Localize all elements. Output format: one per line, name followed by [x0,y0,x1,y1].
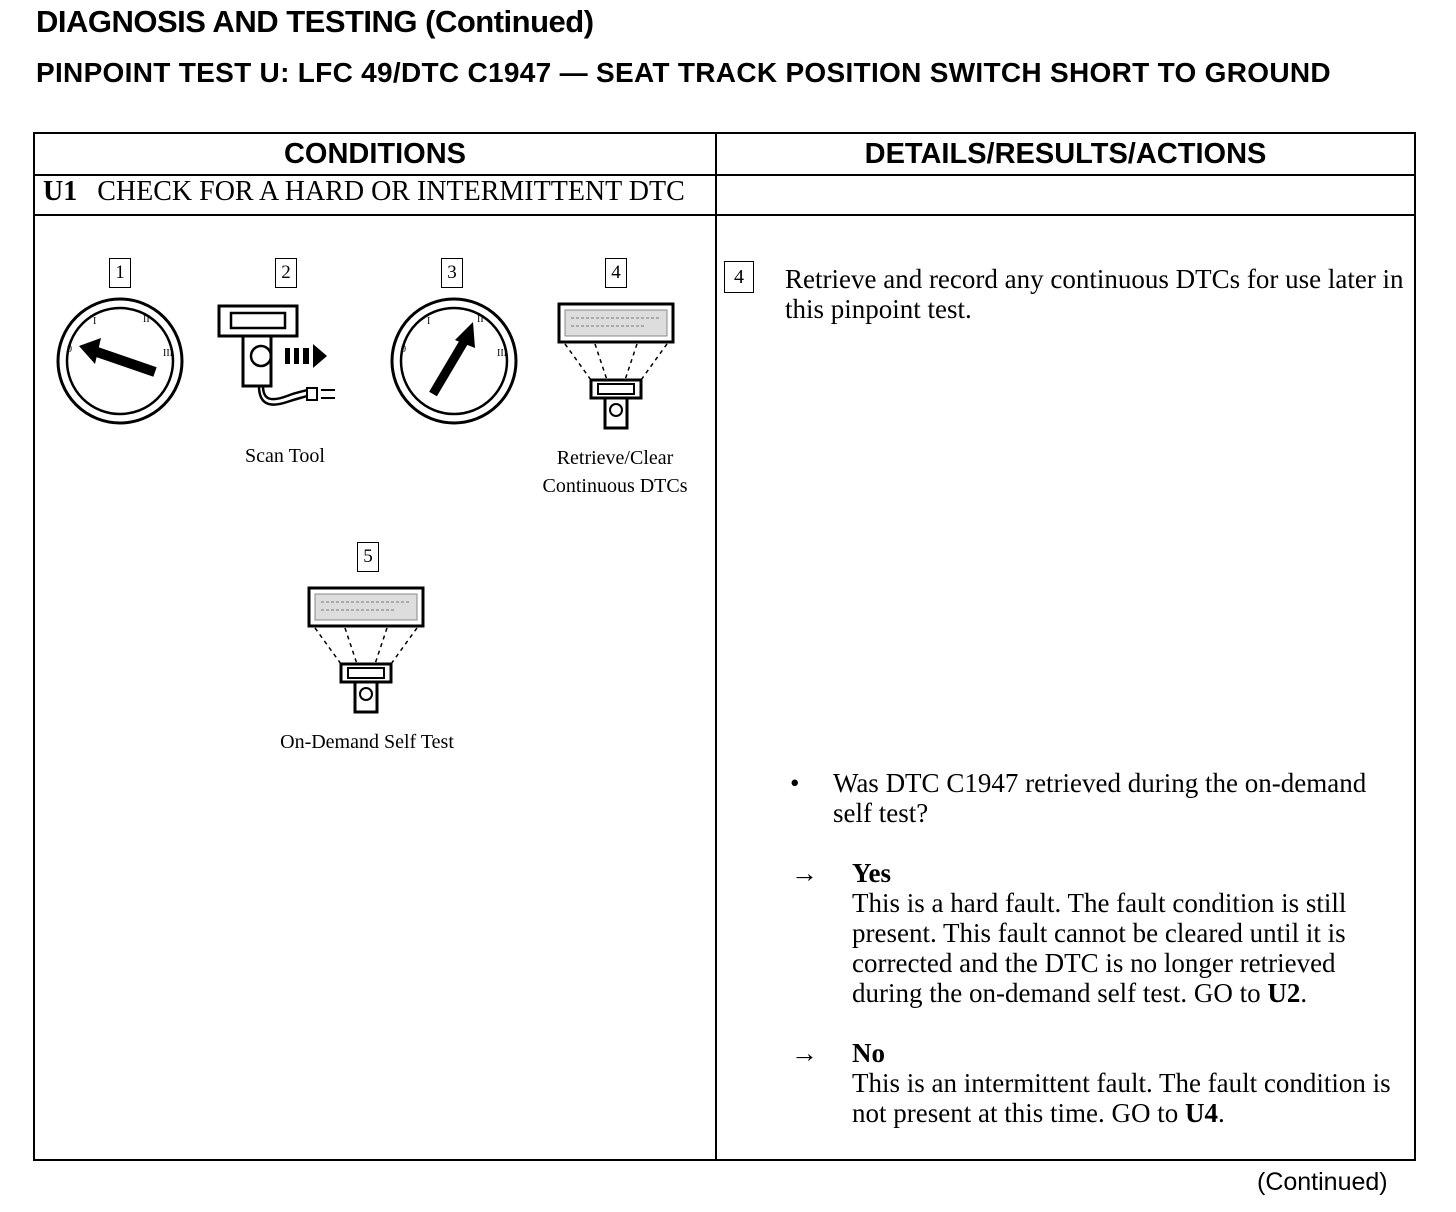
ignition-off-icon: 0 I II III [56,297,184,425]
svg-text:II: II [143,314,150,325]
pinpoint-test-table: CONDITIONS DETAILS/RESULTS/ACTIONS U1 CHE… [33,132,1416,1161]
svg-text:0: 0 [67,344,72,355]
svg-text:I: I [93,316,96,327]
page-title: DIAGNOSIS AND TESTING (Continued) [36,4,594,39]
header-row-divider [35,174,1414,176]
on-demand-self-test-caption: On-Demand Self Test [280,731,454,753]
details-question: Was DTC C1947 retrieved during the on-de… [833,768,1367,828]
bullet: • [790,768,800,798]
step-row-divider [35,214,1414,216]
no-arrow-icon: → [791,1038,818,1068]
conditions-header: CONDITIONS [283,138,467,170]
ignition-run-icon: 0 I II III [390,297,518,425]
scan-tool-display-icon [557,302,675,430]
retrieve-clear-caption-line2: Continuous DTCs [542,475,688,497]
yes-text: This is a hard fault. The fault conditio… [852,888,1347,1008]
illustration-3-number: 3 [441,258,463,288]
illustration-4-number: 4 [605,258,627,288]
yes-arrow-icon: → [791,858,818,888]
retrieve-clear-caption-line1: Retrieve/Clear [556,447,674,469]
continued-note: (Continued) [1257,1168,1388,1196]
svg-text:III: III [163,348,173,359]
scan-tool-connect-icon [217,304,335,406]
scan-tool-caption: Scan Tool [245,445,325,467]
step-title: U1 CHECK FOR A HARD OR INTERMITTENT DTC [43,176,685,208]
no-text: This is an intermittent fault. The fault… [852,1068,1391,1128]
svg-text:0: 0 [401,344,406,355]
step-title-text: CHECK FOR A HARD OR INTERMITTENT DTC [97,176,685,207]
step-id: U1 [43,176,78,207]
illustration-1-number: 1 [109,258,131,288]
svg-text:I: I [427,316,430,327]
column-divider [715,134,717,1159]
details-step-number: 4 [724,261,754,293]
yes-goto-link[interactable]: U2 [1267,978,1301,1008]
no-label: No [852,1038,885,1068]
details-header: DETAILS/RESULTS/ACTIONS [864,138,1267,170]
illustration-5-number: 5 [357,542,379,572]
yes-answer: Yes This is a hard fault. The fault cond… [852,858,1412,1008]
svg-text:III: III [497,348,507,359]
retrieve-clear-caption: Retrieve/Clear Continuous DTCs [515,444,715,500]
no-goto-link[interactable]: U4 [1184,1098,1218,1128]
pinpoint-test-title: PINPOINT TEST U: LFC 49/DTC C1947 — SEAT… [36,57,1331,88]
no-answer: No This is an intermittent fault. The fa… [852,1038,1412,1128]
yes-label: Yes [852,858,891,888]
scan-tool-display-icon [307,586,425,714]
illustration-2-number: 2 [275,258,297,288]
svg-text:II: II [477,314,484,325]
details-instruction: Retrieve and record any continuous DTCs … [785,264,1404,324]
